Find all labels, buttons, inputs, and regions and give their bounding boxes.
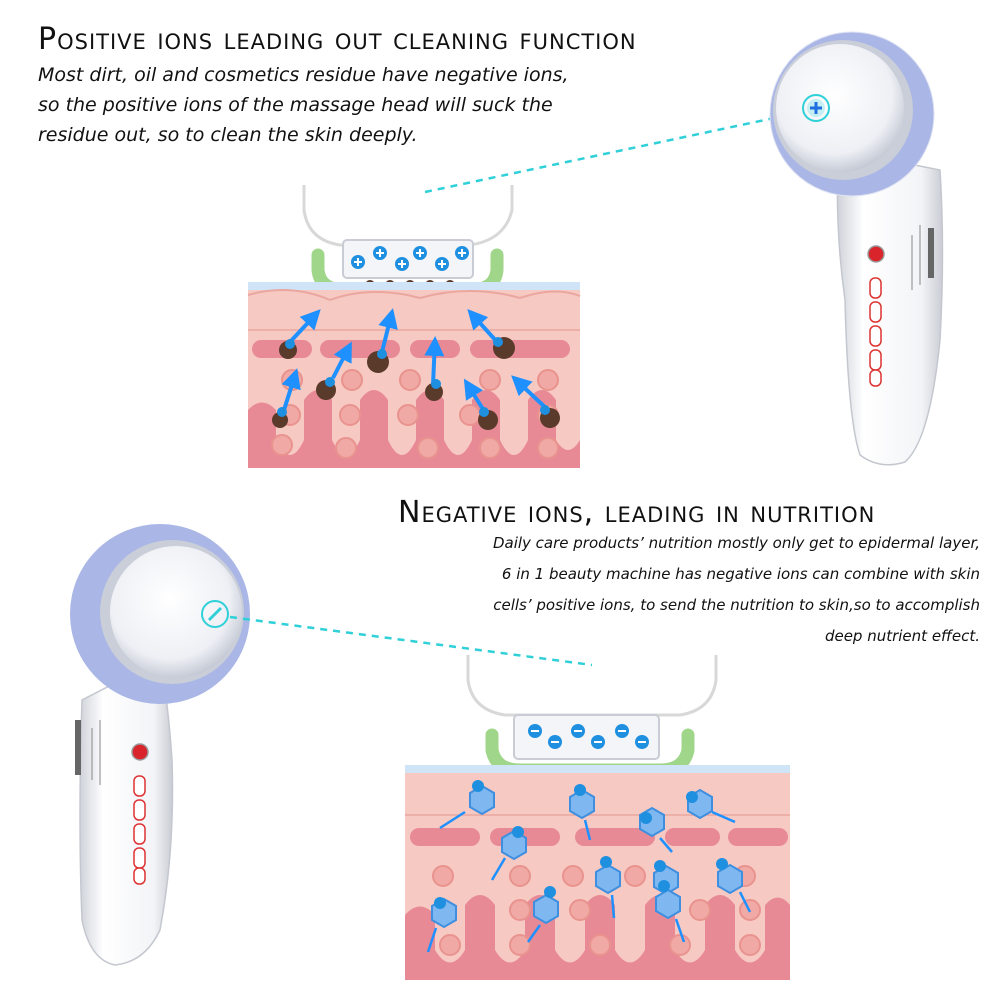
dashed-pointer-top: [424, 108, 813, 194]
power-button-icon: [131, 743, 149, 761]
beauty-device-bottom: [70, 524, 250, 966]
positive-ions-title: Positive ions leading out cleaning funct…: [38, 22, 637, 57]
desc-line: 6 in 1 beauty machine has negative ions …: [501, 565, 980, 583]
massage-head-outline-bottom: [466, 655, 718, 777]
desc-line: deep nutrient effect.: [824, 627, 980, 645]
positive-ions-description: Most dirt, oil and cosmetics residue hav…: [38, 60, 638, 150]
nutrient-molecules: [426, 780, 752, 953]
negative-ions-title: Negative ions, leading in nutrition: [398, 495, 876, 530]
dashed-pointer-bottom: [229, 615, 593, 667]
desc-line: Most dirt, oil and cosmetics residue hav…: [38, 64, 569, 86]
desc-line: cells’ positive ions, to send the nutrit…: [493, 596, 980, 614]
positive-ion-row: [351, 246, 469, 271]
desc-line: Daily care products’ nutrition mostly on…: [492, 534, 980, 552]
desc-line: residue out, so to clean the skin deeply…: [38, 124, 418, 146]
dirt-particles-top: [272, 308, 560, 430]
massage-head-outline-top: [302, 185, 514, 297]
desc-line: so the positive ions of the massage head…: [38, 94, 553, 116]
beauty-device-top: [769, 31, 944, 466]
negative-ions-description: Daily care products’ nutrition mostly on…: [420, 528, 980, 652]
skin-cross-section-top: [247, 282, 581, 468]
power-button-icon: [867, 245, 885, 263]
